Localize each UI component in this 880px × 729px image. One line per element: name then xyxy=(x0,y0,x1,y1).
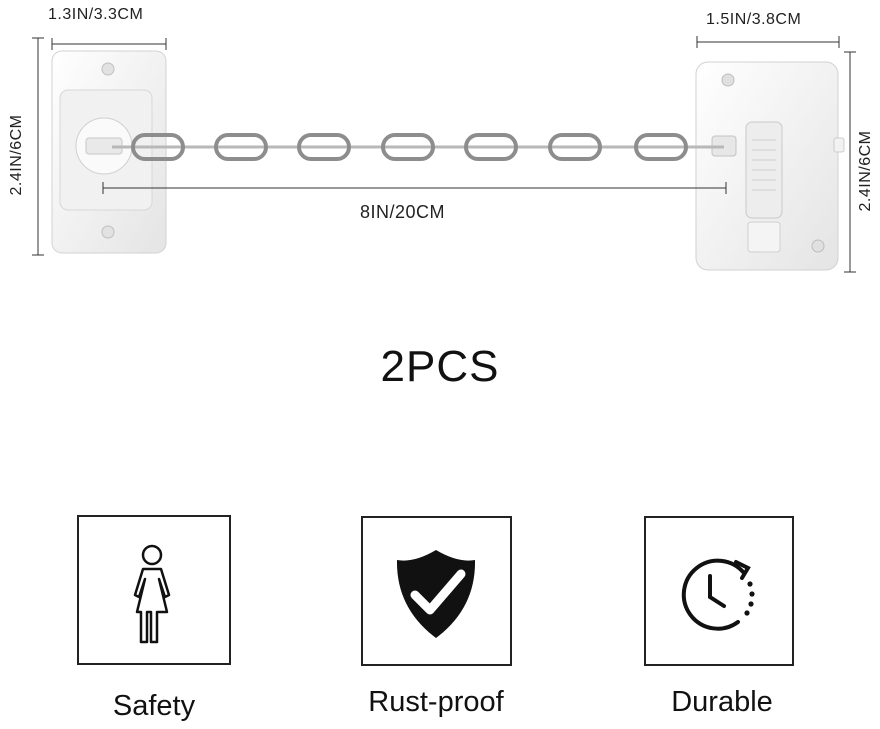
feature-label-safety: Safety xyxy=(112,690,196,722)
woman-icon xyxy=(133,544,171,644)
width-left-label: 1.3IN/3.3CM xyxy=(48,6,144,23)
shield-check-icon xyxy=(396,550,476,638)
feature-box-safety xyxy=(77,515,231,665)
left-mount xyxy=(51,50,167,254)
feature-label-rust-proof: Rust-proof xyxy=(368,686,504,718)
width-right-label: 1.5IN/3.8CM xyxy=(706,11,802,28)
chain-length-label: 8IN/20CM xyxy=(360,202,446,222)
feature-label-durable: Durable xyxy=(671,686,773,718)
clock-icon xyxy=(681,558,755,631)
height-left-label: 2.4IN/6CM xyxy=(8,114,25,196)
feature-box-durable xyxy=(644,516,794,666)
right-lock xyxy=(695,61,845,271)
page-title: 2PCS xyxy=(380,342,500,391)
chain xyxy=(112,133,724,161)
chain-lock-drawing xyxy=(32,36,856,273)
feature-box-rust-proof xyxy=(361,516,512,666)
dimension-lines xyxy=(32,36,856,273)
height-right-label: 2.4IN/6CM xyxy=(857,130,874,212)
